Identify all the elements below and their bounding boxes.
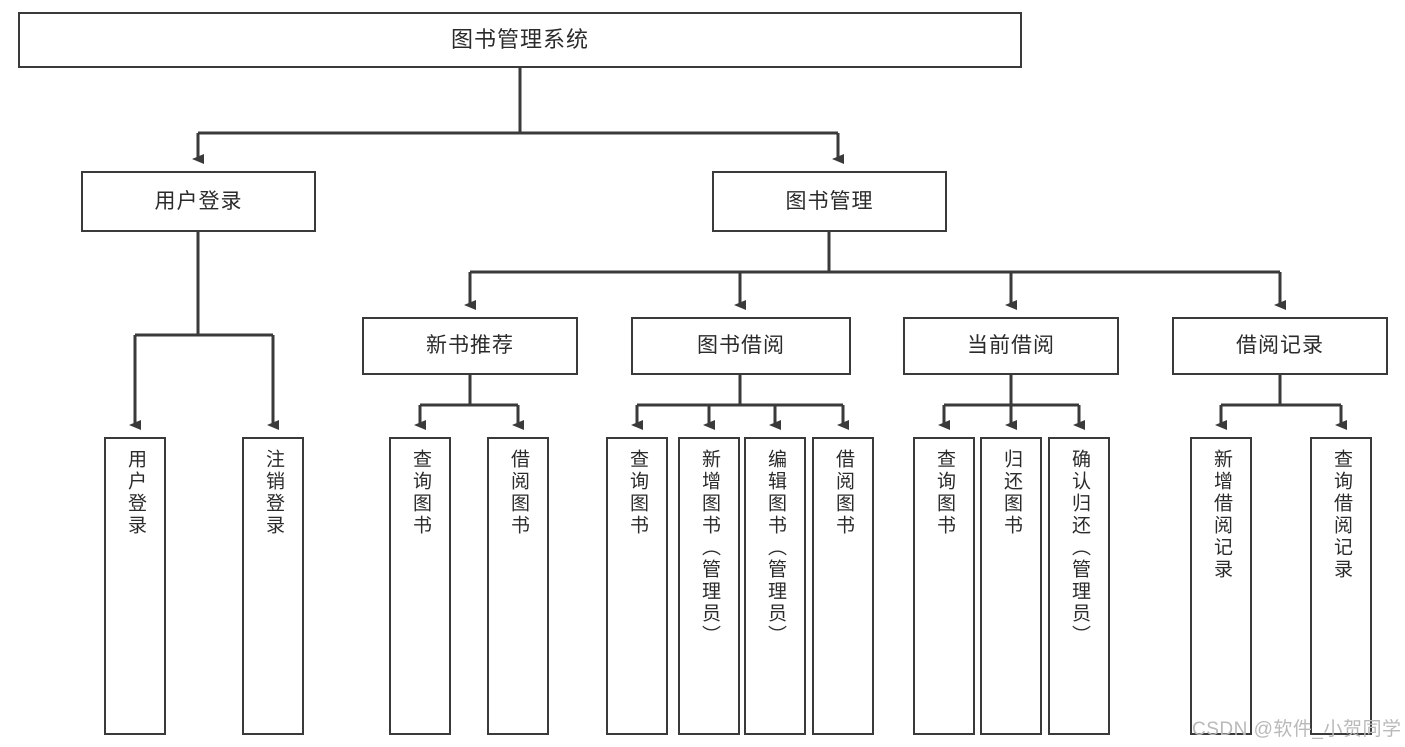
node-leaf-query-book-2[interactable]: 查询图书 bbox=[606, 437, 668, 735]
node-label-vertical: 查询图书 bbox=[933, 449, 955, 537]
node-label-vertical: 用户登录 bbox=[124, 449, 146, 537]
node-label-vertical: 新增图书（管理员） bbox=[698, 449, 720, 647]
node-user-login[interactable]: 用户登录 bbox=[81, 171, 316, 232]
node-leaf-borrow-book-2[interactable]: 借阅图书 bbox=[812, 437, 874, 735]
node-label-vertical: 查询图书 bbox=[409, 449, 431, 537]
node-label-vertical: 新增借阅记录 bbox=[1210, 449, 1232, 581]
node-label-vertical: 借阅图书 bbox=[832, 449, 854, 537]
node-label-vertical: 查询图书 bbox=[626, 449, 648, 537]
node-new-book-recommend[interactable]: 新书推荐 bbox=[362, 317, 578, 375]
node-label-vertical: 借阅图书 bbox=[507, 449, 529, 537]
node-leaf-query-book-1[interactable]: 查询图书 bbox=[389, 437, 451, 735]
node-current-borrow[interactable]: 当前借阅 bbox=[903, 317, 1119, 375]
node-leaf-borrow-book-1[interactable]: 借阅图书 bbox=[487, 437, 549, 735]
node-leaf-edit-book-admin[interactable]: 编辑图书（管理员） bbox=[744, 437, 806, 735]
node-book-borrow[interactable]: 图书借阅 bbox=[631, 317, 851, 375]
node-book-manage[interactable]: 图书管理 bbox=[712, 171, 947, 232]
node-label-vertical: 注销登录 bbox=[262, 449, 284, 537]
node-leaf-query-book-3[interactable]: 查询图书 bbox=[913, 437, 975, 735]
node-leaf-query-borrow-record[interactable]: 查询借阅记录 bbox=[1310, 437, 1372, 735]
node-leaf-return-book[interactable]: 归还图书 bbox=[980, 437, 1042, 735]
node-leaf-user-login[interactable]: 用户登录 bbox=[104, 437, 166, 735]
csdn-watermark: CSDN @软件_小贺同学 bbox=[1192, 719, 1402, 740]
node-leaf-confirm-return-admin[interactable]: 确认归还（管理员） bbox=[1048, 437, 1110, 735]
node-label-vertical: 归还图书 bbox=[1000, 449, 1022, 537]
node-label-vertical: 编辑图书（管理员） bbox=[764, 449, 786, 647]
node-root-system[interactable]: 图书管理系统 bbox=[18, 12, 1022, 68]
node-leaf-user-logout[interactable]: 注销登录 bbox=[242, 437, 304, 735]
node-leaf-add-borrow-record[interactable]: 新增借阅记录 bbox=[1190, 437, 1252, 735]
node-leaf-add-book-admin[interactable]: 新增图书（管理员） bbox=[678, 437, 740, 735]
node-label-vertical: 查询借阅记录 bbox=[1330, 449, 1352, 581]
node-label-vertical: 确认归还（管理员） bbox=[1068, 449, 1090, 647]
node-borrow-record[interactable]: 借阅记录 bbox=[1172, 317, 1388, 375]
